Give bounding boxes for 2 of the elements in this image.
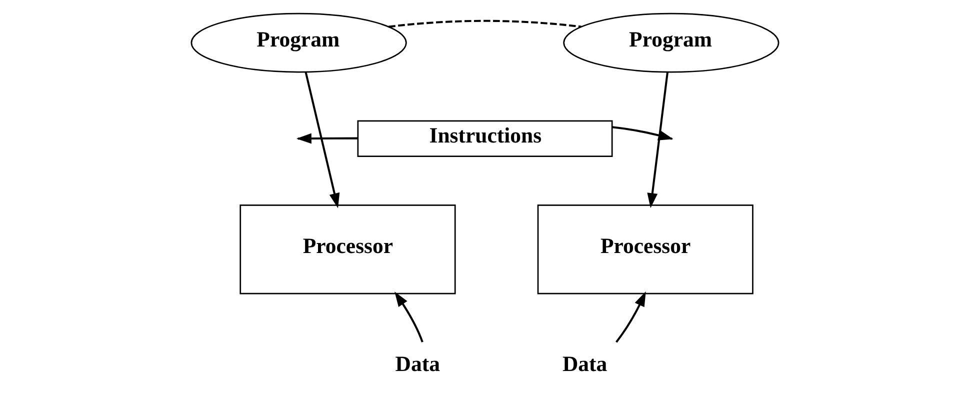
node-text: Data	[394, 352, 440, 376]
node-text: Data	[562, 352, 607, 376]
